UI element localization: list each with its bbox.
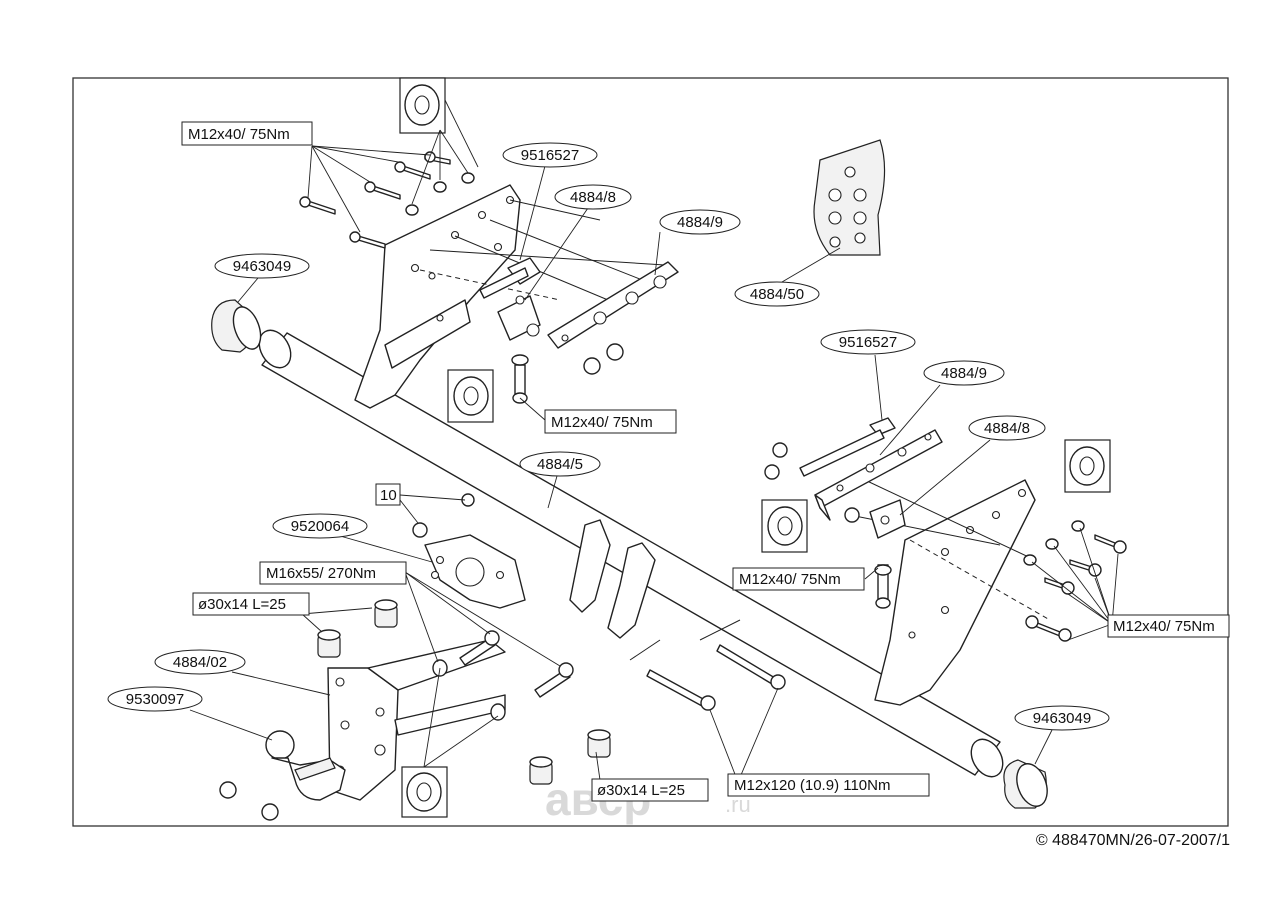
label-part-9530097: 9530097 (107, 686, 203, 712)
main-cross-tube (258, 329, 1004, 778)
svg-text:4884/50: 4884/50 (750, 286, 804, 303)
svg-text:ø30x14 L=25: ø30x14 L=25 (597, 782, 685, 799)
label-spacer-top: ø30x14 L=25 (192, 592, 310, 616)
long-bolts (629, 619, 786, 711)
left-nuts (583, 343, 624, 375)
washer-box-top (399, 77, 446, 134)
drawbar-4884-02 (327, 639, 506, 801)
label-bolt-center-right: M12x40/ 75Nm (732, 567, 865, 591)
svg-text:ø30x14 L=25: ø30x14 L=25 (198, 596, 286, 613)
left-mounting-bracket (354, 184, 666, 409)
svg-text:4884/8: 4884/8 (570, 189, 616, 206)
washer-box-right (1064, 439, 1111, 493)
right-bolts (1023, 520, 1127, 642)
end-cap-right (1003, 759, 1048, 809)
m16-bolts (432, 630, 574, 721)
svg-text:9463049: 9463049 (233, 258, 291, 275)
label-spacer-10: 10 (375, 483, 401, 506)
copyright-symbol: © (1035, 832, 1048, 849)
label-part-9516527-top: 9516527 (502, 142, 598, 168)
right-plate-4884-9 (814, 429, 943, 521)
label-bolt-right: M12x40/ 75Nm (1107, 614, 1230, 638)
label-part-9516527-right: 9516527 (820, 329, 916, 355)
svg-text:4884/02: 4884/02 (173, 654, 227, 671)
svg-text:4884/9: 4884/9 (677, 214, 723, 231)
label-part-4884-02: 4884/02 (154, 649, 246, 675)
spacers (317, 599, 611, 785)
svg-text:M12x40/ 75Nm: M12x40/ 75Nm (551, 414, 653, 431)
label-part-4884-8-right: 4884/8 (968, 415, 1046, 441)
left-clamp (479, 257, 541, 341)
label-part-4884-9-top: 4884/9 (659, 209, 741, 235)
svg-text:10: 10 (380, 487, 397, 504)
label-part-4884-8-top: 4884/8 (554, 184, 632, 210)
washer-box-left (447, 369, 494, 423)
drawing-frame (72, 77, 1229, 827)
washer-box-center-right (761, 499, 808, 553)
end-cap-left (211, 299, 262, 353)
right-clamp (799, 417, 906, 609)
detail-bag-4884-50 (813, 139, 886, 256)
label-part-9463049-left: 9463049 (214, 253, 310, 279)
washer-box-bottom (401, 766, 448, 818)
tow-ball-9530097 (219, 730, 346, 821)
svg-text:9516527: 9516527 (521, 147, 579, 164)
label-part-4884-50: 4884/50 (734, 281, 820, 307)
svg-text:4884/5: 4884/5 (537, 456, 583, 473)
svg-text:4884/9: 4884/9 (941, 365, 987, 382)
svg-text:9463049: 9463049 (1033, 710, 1091, 727)
svg-text:M12x120 (10.9) 110Nm: M12x120 (10.9) 110Nm (734, 777, 890, 794)
document-code: 488470MN/26-07-2007/1 (1052, 832, 1230, 849)
label-part-9463049-right: 9463049 (1014, 705, 1110, 731)
svg-text:9516527: 9516527 (839, 334, 897, 351)
svg-text:9520064: 9520064 (291, 518, 349, 535)
label-bolt-long: M12x120 (10.9) 110Nm (727, 773, 930, 797)
label-bolt-top-left: M12x40/ 75Nm (181, 121, 313, 146)
label-bolt-m16: M16x55/ 270Nm (259, 561, 407, 585)
svg-text:4884/8: 4884/8 (984, 420, 1030, 437)
label-part-4884-9-right: 4884/9 (923, 360, 1005, 386)
svg-text:M12x40/ 75Nm: M12x40/ 75Nm (1113, 618, 1215, 635)
copyright-notice: © 488470MN/26-07-2007/1 (1036, 832, 1230, 850)
label-bolt-top-center: M12x40/ 75Nm (544, 409, 677, 434)
label-spacer-bottom: ø30x14 L=25 (591, 778, 709, 802)
right-nuts (764, 442, 860, 523)
svg-text:M16x55/ 270Nm: M16x55/ 270Nm (266, 565, 376, 582)
right-mounting-bracket (849, 479, 1051, 706)
label-part-4884-5: 4884/5 (519, 451, 601, 477)
coupling-bracket-9520064 (412, 493, 526, 609)
svg-text:M12x40/ 75Nm: M12x40/ 75Nm (739, 571, 841, 588)
left-plate-4884-9 (547, 261, 679, 349)
label-part-9520064: 9520064 (272, 513, 368, 539)
svg-text:M12x40/ 75Nm: M12x40/ 75Nm (188, 126, 290, 143)
svg-text:9530097: 9530097 (126, 691, 184, 708)
leader-lines (189, 99, 1119, 783)
